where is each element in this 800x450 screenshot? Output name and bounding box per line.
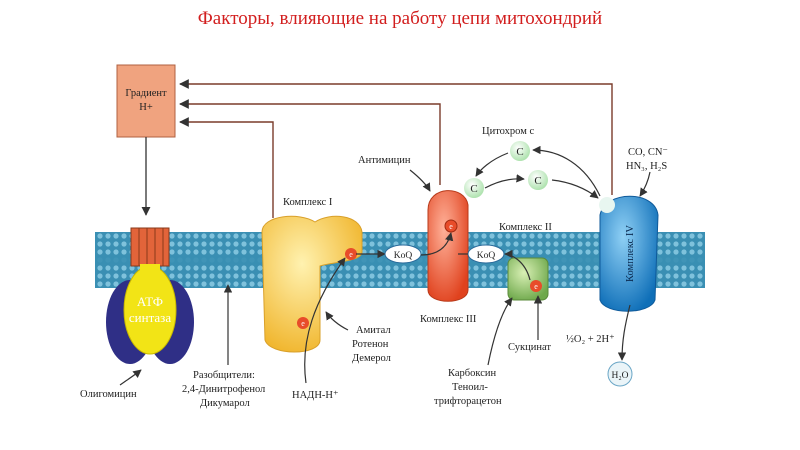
- uncoupler-dnp-label: 2,4-Динитрофенол: [182, 384, 265, 395]
- complex-4-inhibitors-2: HN₃, H₂S: [626, 161, 667, 172]
- water-label: H₂O: [611, 371, 628, 381]
- complex-2-label: Комплекс II: [499, 222, 552, 233]
- rotenone-label: Ротенон: [352, 339, 389, 350]
- uncoupler-dicumarol-label: Дикумарол: [200, 398, 250, 409]
- gradient-box: Градиент H+: [116, 64, 176, 138]
- cytochrome-c-label: Цитохром с: [482, 126, 534, 137]
- koq-1: [384, 244, 422, 264]
- atp-synthase: АТФ синтаза: [106, 227, 194, 364]
- oxygen-label: ½O₂ + 2H⁺: [566, 334, 615, 345]
- svg-text:C: C: [534, 175, 541, 187]
- svg-text:e: e: [449, 222, 453, 231]
- complex-3: e: [420, 190, 469, 302]
- atp-label: АТФ: [137, 294, 163, 309]
- synthase-label: синтаза: [129, 310, 171, 325]
- uncouplers-label: Разобщители:: [193, 370, 255, 381]
- svg-text:e: e: [534, 282, 538, 291]
- svg-text:KoQ: KoQ: [477, 251, 496, 261]
- complex-4-label: Комплекс IV: [625, 225, 636, 282]
- svg-text:e: e: [301, 319, 305, 328]
- complex-2: e: [507, 257, 549, 301]
- electron-icon: [444, 219, 458, 233]
- svg-text:C: C: [516, 146, 523, 158]
- svg-text:e: e: [349, 250, 353, 259]
- nadh-label: НАДН-Н⁺: [292, 390, 339, 401]
- complex-1-label: Комплекс I: [283, 197, 333, 208]
- cytochrome-c: C C C: [464, 141, 548, 198]
- svg-text:C: C: [470, 183, 477, 195]
- gradient-arrows: [179, 79, 613, 218]
- gradient-ion-label: H+: [139, 102, 153, 113]
- complex-1: e e: [261, 215, 386, 384]
- carboxin-label: Карбоксин: [448, 368, 496, 379]
- oligomycin-label: Олигомицин: [80, 389, 137, 400]
- succinate-label: Сукцинат: [508, 342, 551, 353]
- complex-4: Комплекс IV: [599, 195, 659, 312]
- complex-3-label: Комплекс III: [420, 314, 477, 325]
- thenoyl-label: Теноил-: [452, 382, 488, 393]
- demerol-label: Демерол: [352, 353, 391, 364]
- electron-icon: [297, 317, 309, 329]
- water-molecule: [607, 361, 633, 387]
- amytal-label: Амитал: [356, 325, 391, 336]
- trifluoroacetone-label: трифторацетон: [434, 396, 502, 407]
- svg-text:KoQ: KoQ: [394, 251, 413, 261]
- complex-4-inhibitors-1: CO, CN⁻: [628, 147, 668, 158]
- antimycin-label: Антимицин: [358, 155, 411, 166]
- electron-icon: [530, 280, 542, 292]
- page-title: Факторы, влияющие на работу цепи митохон…: [197, 8, 603, 29]
- gradient-label: Градиент: [125, 88, 167, 99]
- electron-icon: [345, 248, 357, 260]
